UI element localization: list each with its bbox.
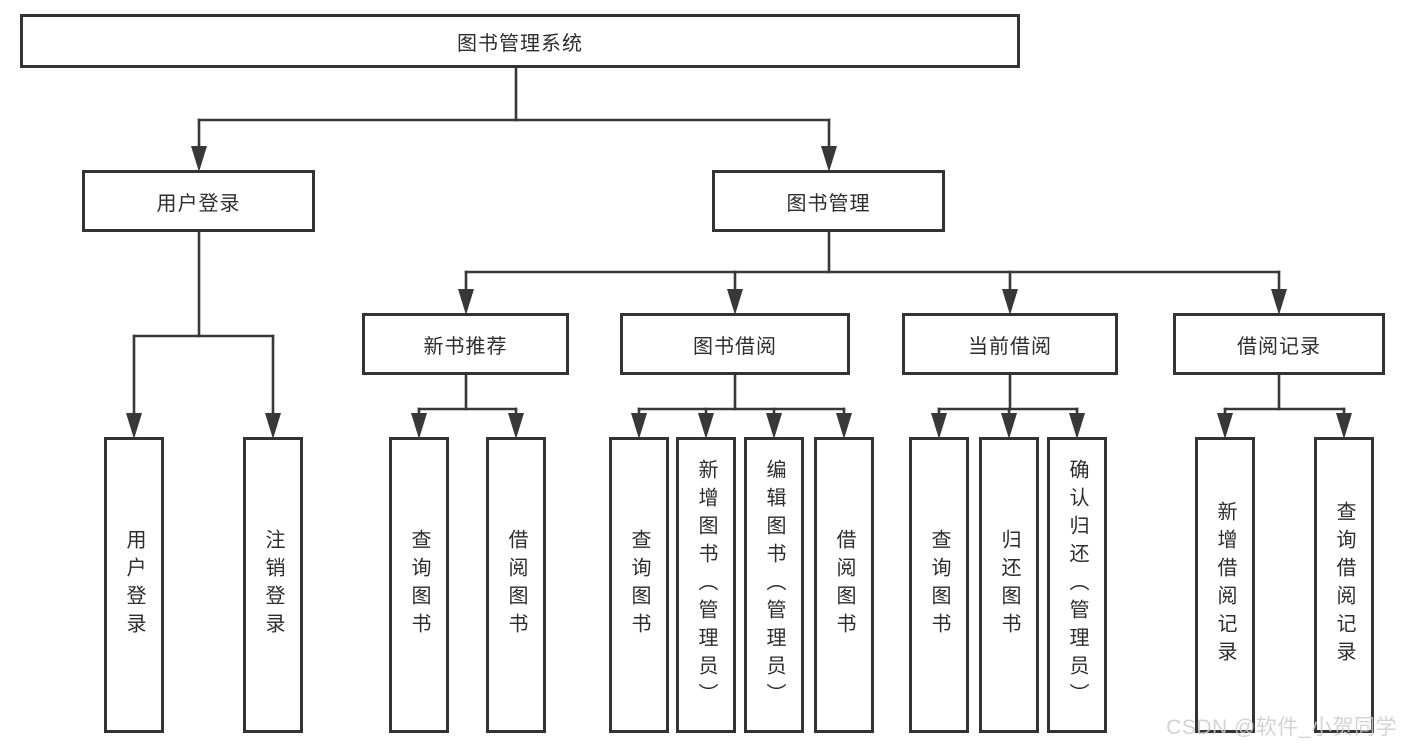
node-label: 图书管理	[786, 192, 871, 215]
leaf-user-login: 用户登录	[104, 437, 164, 733]
node-book-borrowing: 图书借阅	[620, 313, 850, 375]
leaf-return-book: 归还图书	[979, 437, 1039, 733]
node-user-login: 用户登录	[82, 170, 315, 232]
leaf-add-borrow-record: 新增借阅记录	[1195, 437, 1255, 733]
leaf-add-book-admin: 新增图书（管理员）	[676, 437, 736, 733]
leaf-confirm-return-admin: 确认归还（管理员）	[1047, 437, 1107, 733]
node-label: 用户登录	[156, 192, 241, 215]
leaf-label: 新增图书（管理员）	[695, 459, 717, 711]
node-root-label: 图书管理系统	[457, 32, 583, 55]
node-current-borrowing: 当前借阅	[902, 313, 1118, 375]
leaf-label: 查询图书	[928, 529, 950, 641]
node-root: 图书管理系统	[20, 14, 1020, 68]
node-new-book-recommend: 新书推荐	[362, 313, 569, 375]
leaf-borrow-books-recommend: 借阅图书	[486, 437, 546, 733]
leaf-borrow-books-borrow: 借阅图书	[814, 437, 874, 733]
leaf-label: 归还图书	[998, 529, 1020, 641]
leaf-label: 编辑图书（管理员）	[763, 459, 785, 711]
leaf-label: 借阅图书	[505, 529, 527, 641]
leaf-label: 新增借阅记录	[1214, 501, 1236, 669]
leaf-query-books-recommend: 查询图书	[389, 437, 449, 733]
leaf-query-borrow-record: 查询借阅记录	[1314, 437, 1374, 733]
watermark: CSDN @软件_小贺同学	[1166, 716, 1397, 739]
leaf-edit-book-admin: 编辑图书（管理员）	[744, 437, 804, 733]
leaf-label: 查询图书	[628, 529, 650, 641]
node-book-management: 图书管理	[712, 170, 945, 232]
node-label: 借阅记录	[1237, 335, 1321, 358]
node-label: 新书推荐	[423, 335, 508, 358]
leaf-logout: 注销登录	[243, 437, 303, 733]
leaf-label: 确认归还（管理员）	[1066, 459, 1088, 711]
leaf-label: 借阅图书	[833, 529, 855, 641]
leaf-query-books-borrow: 查询图书	[609, 437, 669, 733]
leaf-query-books-current: 查询图书	[909, 437, 969, 733]
leaf-label: 注销登录	[262, 529, 284, 641]
node-borrowing-records: 借阅记录	[1173, 313, 1385, 375]
leaf-label: 用户登录	[123, 529, 145, 641]
leaf-label: 查询图书	[408, 529, 430, 641]
node-label: 当前借阅	[968, 335, 1052, 358]
node-label: 图书借阅	[693, 335, 777, 358]
leaf-label: 查询借阅记录	[1333, 501, 1355, 669]
